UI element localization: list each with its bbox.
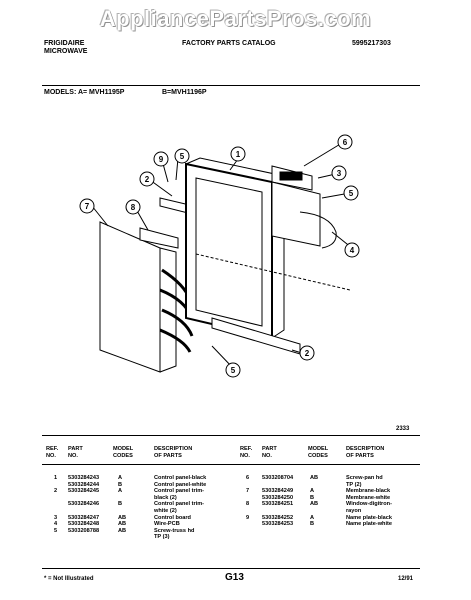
callout-3: 3	[337, 169, 342, 178]
watermark: AppliancePartsPros.com	[99, 6, 372, 31]
footnote: * = Not Illustrated	[44, 576, 94, 582]
callout-circle-2b	[299, 345, 315, 361]
catalog-title: FACTORY PARTS CATALOG	[182, 40, 276, 47]
header-ref-left: REF.NO.	[46, 446, 59, 459]
callout-circle-4	[344, 242, 360, 258]
callout-circle-7	[79, 198, 95, 214]
callout-circle-2a	[139, 171, 155, 187]
window-digitron	[139, 227, 179, 249]
brand-line-1: FRIGIDAIRE	[44, 40, 85, 47]
leader-6	[303, 142, 343, 167]
membrane-panel	[99, 221, 161, 373]
control-panel-inner	[195, 177, 263, 327]
callout-circle-9	[153, 151, 169, 167]
brand-name: FRIGIDAIRE MICROWAVE	[44, 40, 87, 56]
callout-5c: 5	[231, 366, 236, 375]
callout-2a: 2	[145, 175, 150, 184]
callout-8: 8	[131, 203, 136, 212]
callout-circle-5c	[225, 362, 241, 378]
wire-pcb	[299, 211, 337, 249]
callout-circle-1	[230, 146, 246, 162]
callout-7: 7	[85, 202, 90, 211]
ref-column-right: 6 7 8 9	[246, 475, 250, 521]
control-panel-frame	[185, 162, 273, 340]
models-b: B=MVH1196P	[162, 89, 207, 96]
membrane-edge	[159, 247, 177, 373]
leader-2a	[149, 179, 173, 197]
control-board	[271, 181, 321, 247]
callout-circle-5a	[174, 148, 190, 164]
callout-4: 4	[350, 246, 355, 255]
callout-1: 1	[236, 150, 241, 159]
footer-rule	[42, 568, 420, 569]
header-rule	[42, 85, 420, 86]
callout-5b: 5	[349, 189, 354, 198]
table-header-rule	[42, 464, 420, 465]
page-number: G13	[225, 572, 244, 583]
assembly-line	[195, 253, 351, 291]
callout-circle-8	[125, 199, 141, 215]
callout-2b: 2	[305, 349, 310, 358]
callout-5a: 5	[180, 152, 185, 161]
header-ref-right: REF.NO.	[240, 446, 253, 459]
callout-circle-6	[337, 134, 353, 150]
callout-9: 9	[159, 155, 164, 164]
callout-circle-3	[331, 165, 347, 181]
table-top-rule	[42, 435, 420, 436]
callout-circle-5b	[343, 185, 359, 201]
membrane-texture	[159, 268, 194, 353]
models-label: MODELS: A= MVH1195P	[44, 89, 125, 96]
leader-7	[91, 205, 109, 227]
display-window	[279, 171, 303, 181]
figure-number: 2333	[396, 426, 410, 432]
brand-line-2: MICROWAVE	[44, 48, 88, 55]
catalog-number: 5995217303	[352, 40, 391, 47]
callout-6: 6	[343, 138, 348, 147]
catalog-date: 12/91	[398, 576, 414, 582]
